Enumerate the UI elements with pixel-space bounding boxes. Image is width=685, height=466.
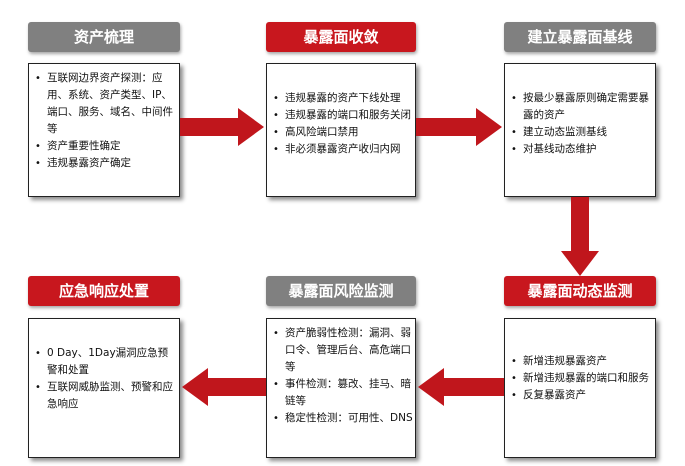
dynamic-monitoring-item: 新增违规暴露的端口和服务 xyxy=(509,370,651,387)
stage-box-emergency: 0 Day、1Day漏洞应急预警和处置 互联网威胁监测、预警和应急响应 xyxy=(28,318,180,458)
emergency-item: 互联网威胁监测、预警和应急响应 xyxy=(33,379,175,413)
exposure-reduction-item: 非必须暴露资产收归内网 xyxy=(271,141,413,158)
emergency-item: 0 Day、1Day漏洞应急预警和处置 xyxy=(33,345,175,379)
risk-monitoring-item: 稳定性检测：可用性、DNS xyxy=(271,410,413,427)
baseline-item: 建立动态监测基线 xyxy=(509,124,651,141)
stage-title-risk-monitoring: 暴露面风险监测 xyxy=(266,276,416,306)
arrow-down xyxy=(561,197,599,276)
asset-review-item: 互联网边界资产探测：应用、系统、资产类型、IP、端口、服务、域名、中间件等 xyxy=(33,70,175,138)
baseline-item: 对基线动态维护 xyxy=(509,141,651,158)
stage-box-baseline: 按最少暴露原则确定需要暴露的资产 建立动态监测基线 对基线动态维护 xyxy=(504,63,656,197)
baseline-item: 按最少暴露原则确定需要暴露的资产 xyxy=(509,90,651,124)
arrow-right-1 xyxy=(180,108,264,146)
exposure-reduction-item: 违规暴露的端口和服务关闭 xyxy=(271,107,413,124)
stage-box-exposure-reduction: 违规暴露的资产下线处理 违规暴露的端口和服务关闭 高风险端口禁用 非必须暴露资产… xyxy=(266,63,416,197)
asset-review-item: 违规暴露资产确定 xyxy=(33,155,175,172)
stage-title-emergency: 应急响应处置 xyxy=(28,276,180,306)
stage-title-dynamic-monitoring: 暴露面动态监测 xyxy=(504,276,656,306)
arrow-left-1 xyxy=(418,368,504,406)
arrow-right-2 xyxy=(416,108,502,146)
stage-box-asset-review: 互联网边界资产探测：应用、系统、资产类型、IP、端口、服务、域名、中间件等 资产… xyxy=(28,63,180,197)
arrow-left-2 xyxy=(182,368,266,406)
dynamic-monitoring-item: 新增违规暴露资产 xyxy=(509,353,651,370)
stage-box-dynamic-monitoring: 新增违规暴露资产 新增违规暴露的端口和服务 反复暴露资产 xyxy=(504,318,656,458)
dynamic-monitoring-item: 反复暴露资产 xyxy=(509,387,651,404)
risk-monitoring-item: 事件检测：篡改、挂马、暗链等 xyxy=(271,376,413,410)
stage-box-risk-monitoring: 资产脆弱性检测：漏洞、弱口令、管理后台、高危端口等 事件检测：篡改、挂马、暗链等… xyxy=(266,318,416,458)
asset-review-item: 资产重要性确定 xyxy=(33,138,175,155)
stage-title-exposure-reduction: 暴露面收敛 xyxy=(266,22,416,52)
exposure-reduction-item: 高风险端口禁用 xyxy=(271,124,413,141)
risk-monitoring-item: 资产脆弱性检测：漏洞、弱口令、管理后台、高危端口等 xyxy=(271,325,413,376)
stage-title-baseline: 建立暴露面基线 xyxy=(504,22,656,52)
stage-title-asset-review: 资产梳理 xyxy=(28,22,180,52)
exposure-reduction-item: 违规暴露的资产下线处理 xyxy=(271,90,413,107)
